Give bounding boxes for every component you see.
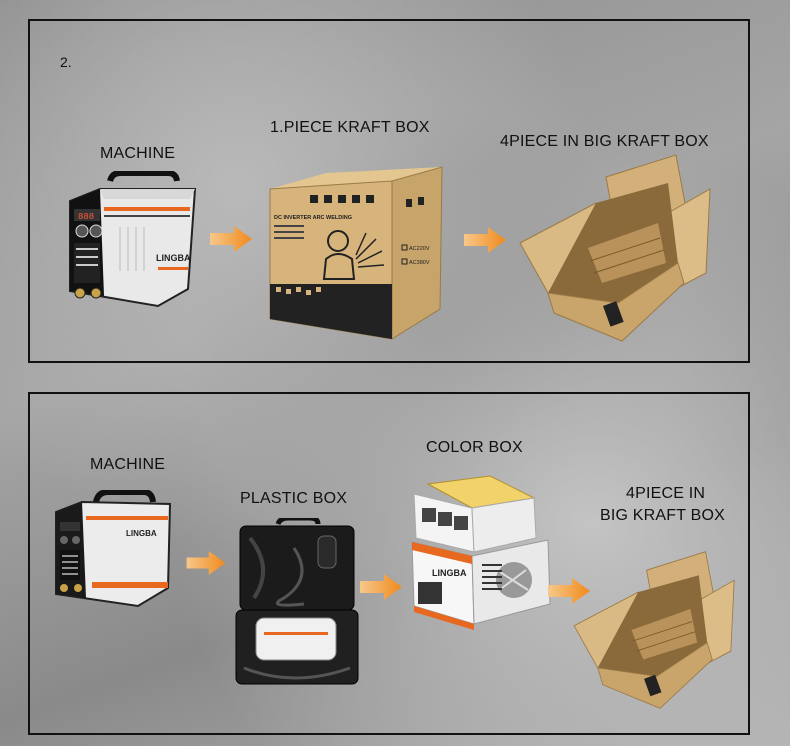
- plastic-case-image: [235, 518, 359, 685]
- step-number: 2.: [60, 54, 72, 70]
- machine-label: MACHINE: [90, 456, 166, 473]
- open-kraft-box-image: [573, 551, 735, 709]
- color-box-label: COLOR BOX: [426, 439, 523, 456]
- svg-text:888: 888: [78, 212, 94, 222]
- arrow-right-icon: [186, 551, 226, 575]
- open-kraft-box-image: [519, 154, 711, 342]
- arrow-right-icon: [210, 226, 252, 252]
- box-checkbox-2: AC380V: [409, 260, 430, 266]
- big-kraft-box-label-line1: 4PIECE IN: [626, 485, 706, 502]
- arrow-right-icon: [360, 574, 402, 600]
- arrow-right-icon: [464, 227, 506, 253]
- box-print-text: DC INVERTER ARC WELDING: [274, 215, 352, 221]
- color-box-image: LINGBA: [411, 475, 551, 630]
- arrow-right-icon: [548, 578, 590, 604]
- welding-machine-image: LINGBA: [55, 490, 172, 608]
- color-box-brand: LINGBA: [432, 568, 467, 578]
- plastic-box-label: PLASTIC BOX: [240, 490, 348, 507]
- big-kraft-box-label: 4PIECE IN BIG KRAFT BOX: [500, 133, 709, 150]
- single-kraft-box-label: 1.PIECE KRAFT BOX: [270, 119, 430, 136]
- box-checkbox-1: AC220V: [409, 246, 430, 252]
- machine-brand: LINGBA: [126, 529, 157, 538]
- packaging-option-panel-2: MACHINE PLASTIC BOX COLOR BOX 4PIECE IN …: [28, 392, 750, 735]
- packaging-option-panel-1: 2. MACHINE 1.PIECE KRAFT BOX 4PIECE IN B…: [28, 19, 750, 363]
- machine-brand: LINGBA: [156, 253, 191, 263]
- big-kraft-box-label-line2: BIG KRAFT BOX: [600, 507, 725, 524]
- machine-label: MACHINE: [100, 145, 176, 162]
- kraft-box-image: DC INVERTER ARC WELDING AC220V AC380V: [269, 166, 443, 340]
- welding-machine-image: 888 LINGBA: [69, 171, 197, 308]
